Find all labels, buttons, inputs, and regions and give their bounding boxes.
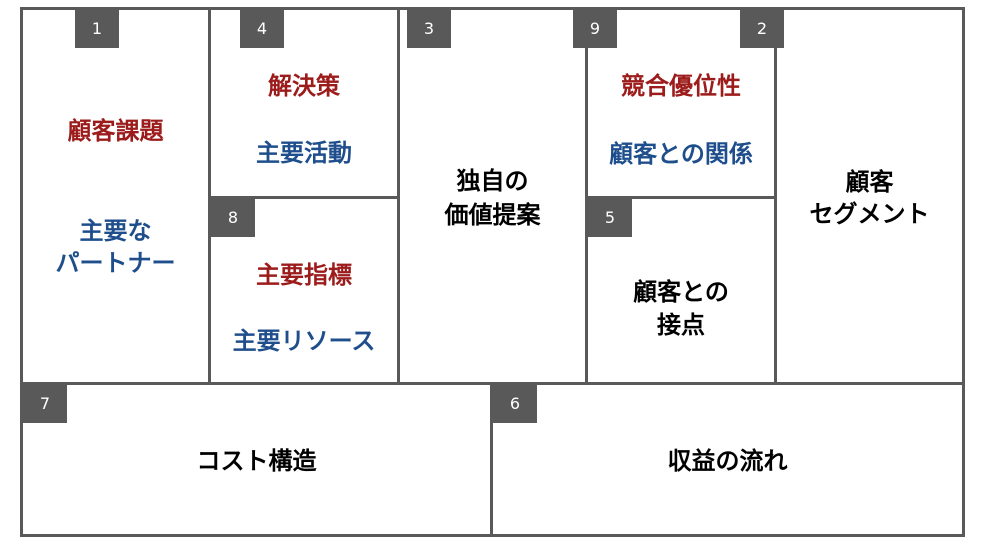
block-channels: 5 顧客との 接点	[588, 199, 774, 382]
frame-top	[20, 7, 965, 10]
badge-number: 6	[493, 385, 537, 423]
divider-advantage-channels	[585, 196, 777, 199]
block-subtitle: 主要活動	[256, 139, 352, 167]
badge-number: 2	[740, 10, 784, 48]
block-label-line1: 顧客との	[633, 278, 729, 306]
block-subtitle-line1: 主要な	[79, 217, 152, 245]
block-problem: 1 顧客課題 主要な パートナー	[23, 10, 208, 382]
block-unique-value-proposition: 3 独自の 価値提案	[400, 10, 585, 382]
block-title: 競合優位性	[621, 72, 741, 100]
block-customer-segments: 2 顧客 セグメント	[740, 10, 962, 382]
badge-number: 3	[407, 10, 451, 48]
block-unfair-advantage: 9 競合優位性 顧客との関係	[573, 10, 774, 196]
badge-number: 1	[75, 10, 119, 48]
block-label-line2: セグメント	[809, 200, 930, 228]
block-label: コスト構造	[196, 447, 317, 475]
block-revenue-streams: 6 収益の流れ	[493, 385, 962, 534]
block-label-line2: 価値提案	[444, 201, 541, 229]
divider-bottom-center	[490, 382, 493, 537]
badge-number: 8	[211, 199, 255, 237]
block-title: 解決策	[268, 72, 340, 100]
block-cost-structure: 7 コスト構造	[23, 385, 490, 534]
block-label: 収益の流れ	[667, 447, 788, 475]
divider-solution-metrics	[208, 196, 400, 199]
badge-number: 5	[588, 199, 632, 237]
badge-number: 9	[573, 10, 617, 48]
frame-left	[20, 7, 23, 537]
block-label-line1: 独自の	[456, 167, 529, 195]
block-subtitle-line2: パートナー	[55, 249, 176, 277]
block-subtitle: 顧客との関係	[609, 140, 753, 168]
block-title: 顧客課題	[67, 117, 164, 145]
badge-number: 7	[23, 385, 67, 423]
block-key-metrics: 8 主要指標 主要リソース	[211, 199, 397, 382]
frame-right	[962, 7, 965, 537]
badge-number: 4	[240, 10, 284, 48]
block-solution: 4 解決策 主要活動	[211, 10, 397, 196]
block-subtitle: 主要リソース	[232, 327, 376, 355]
block-label-line2: 接点	[657, 311, 705, 339]
block-title: 主要指標	[256, 261, 352, 289]
block-label-line1: 顧客	[845, 168, 894, 196]
